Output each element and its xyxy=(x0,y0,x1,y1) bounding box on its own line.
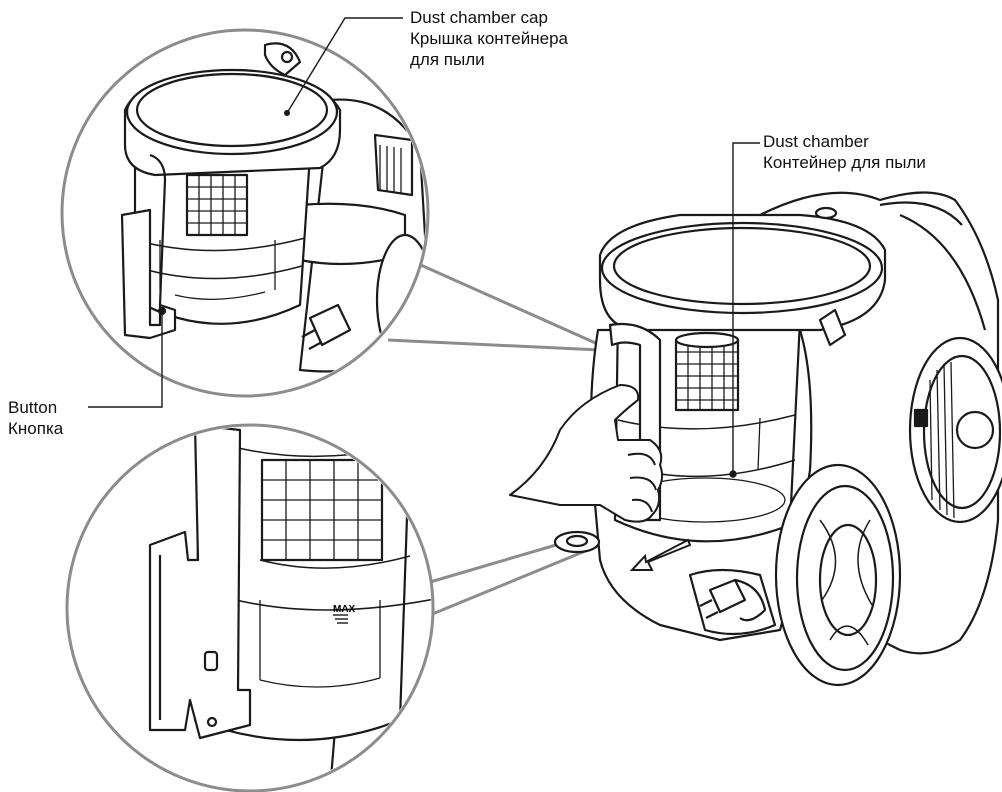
dust-chamber-cap-label-ru-2: для пыли xyxy=(410,50,485,69)
dust-chamber-label-ru: Контейнер для пыли xyxy=(763,153,926,172)
dust-chamber-label: Dust chamber Контейнер для пыли xyxy=(763,131,926,173)
label-leaders xyxy=(88,17,760,478)
front-wheel xyxy=(774,463,902,687)
filter-grid xyxy=(674,331,740,412)
vacuum-cleaner xyxy=(553,191,1002,687)
callout-bottom: MAX xyxy=(65,423,435,792)
dust-chamber-cap-label: Dust chamber cap Крышка контейнера для п… xyxy=(410,7,568,70)
side-vent xyxy=(908,336,1002,524)
pull-arrow-icon xyxy=(629,538,692,571)
button-label-ru: Кнопка xyxy=(8,419,64,438)
dust-chamber-label-en: Dust chamber xyxy=(763,132,869,151)
dust-chamber-cap xyxy=(598,206,887,332)
dust-chamber-cap-label-en: Dust chamber cap xyxy=(410,8,548,27)
button-label: Button Кнопка xyxy=(8,397,63,439)
dust-chamber-cap-label-ru-1: Крышка контейнера xyxy=(410,29,568,48)
plug-icon xyxy=(699,578,767,622)
hand xyxy=(509,384,664,523)
svg-text:MAX: MAX xyxy=(333,604,356,615)
max-fill-mark: MAX xyxy=(333,604,356,624)
callout-top xyxy=(60,28,430,398)
button-label-en: Button xyxy=(8,398,58,417)
